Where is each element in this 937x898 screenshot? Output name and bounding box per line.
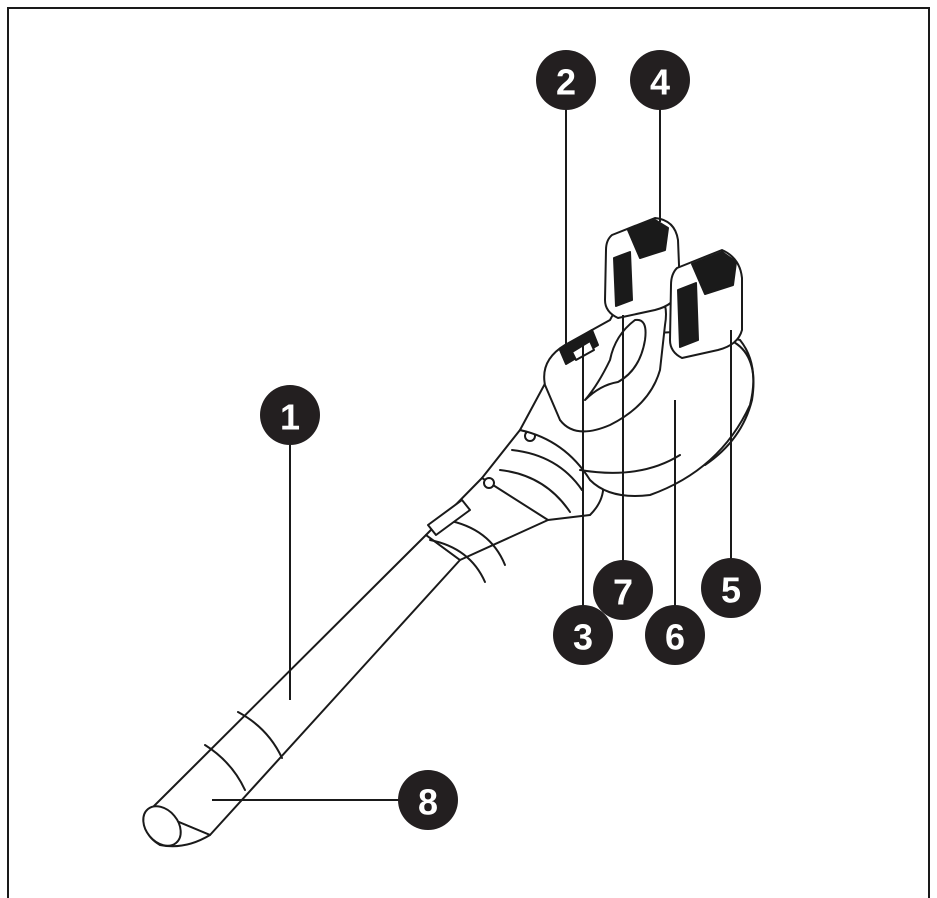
tube-band: [204, 744, 246, 791]
leader-lines: [212, 104, 732, 801]
callout-2-number: 2: [556, 62, 576, 103]
callout-8-number: 8: [418, 782, 438, 823]
callout-1: 1: [260, 385, 320, 445]
connector-ring: [511, 449, 583, 491]
callout-3: 3: [553, 605, 613, 665]
screw: [483, 477, 495, 489]
housing-rim: [704, 337, 755, 466]
tube-ring: [429, 539, 486, 583]
callout-4: 4: [630, 50, 690, 110]
handle-opening: [584, 318, 647, 401]
battery-left-top: [627, 219, 669, 259]
tube-clip: [427, 499, 471, 536]
nozzle-opening: [142, 805, 182, 847]
callout-6: 6: [645, 605, 705, 665]
connector-ring: [499, 469, 571, 513]
callout-7: 7: [593, 560, 653, 620]
battery-right-top: [691, 251, 737, 295]
callout-7-number: 7: [613, 572, 633, 613]
callout-5: 5: [701, 558, 761, 618]
frame-border: [7, 7, 930, 898]
callout-1-number: 1: [280, 397, 300, 438]
callout-5-number: 5: [721, 570, 741, 611]
blower-illustration: [142, 217, 755, 848]
battery-right-grip: [677, 282, 699, 348]
callout-8: 8: [398, 770, 458, 830]
callout-3-number: 3: [573, 617, 593, 658]
housing-line: [579, 454, 681, 474]
callout-2: 2: [536, 50, 596, 110]
callout-4-number: 4: [650, 62, 670, 103]
tube-band: [237, 711, 283, 759]
callout-6-number: 6: [665, 617, 685, 658]
battery-left-grip: [613, 251, 633, 307]
callout-badges: 1 2 3 4 5 6 7 8: [260, 50, 761, 830]
